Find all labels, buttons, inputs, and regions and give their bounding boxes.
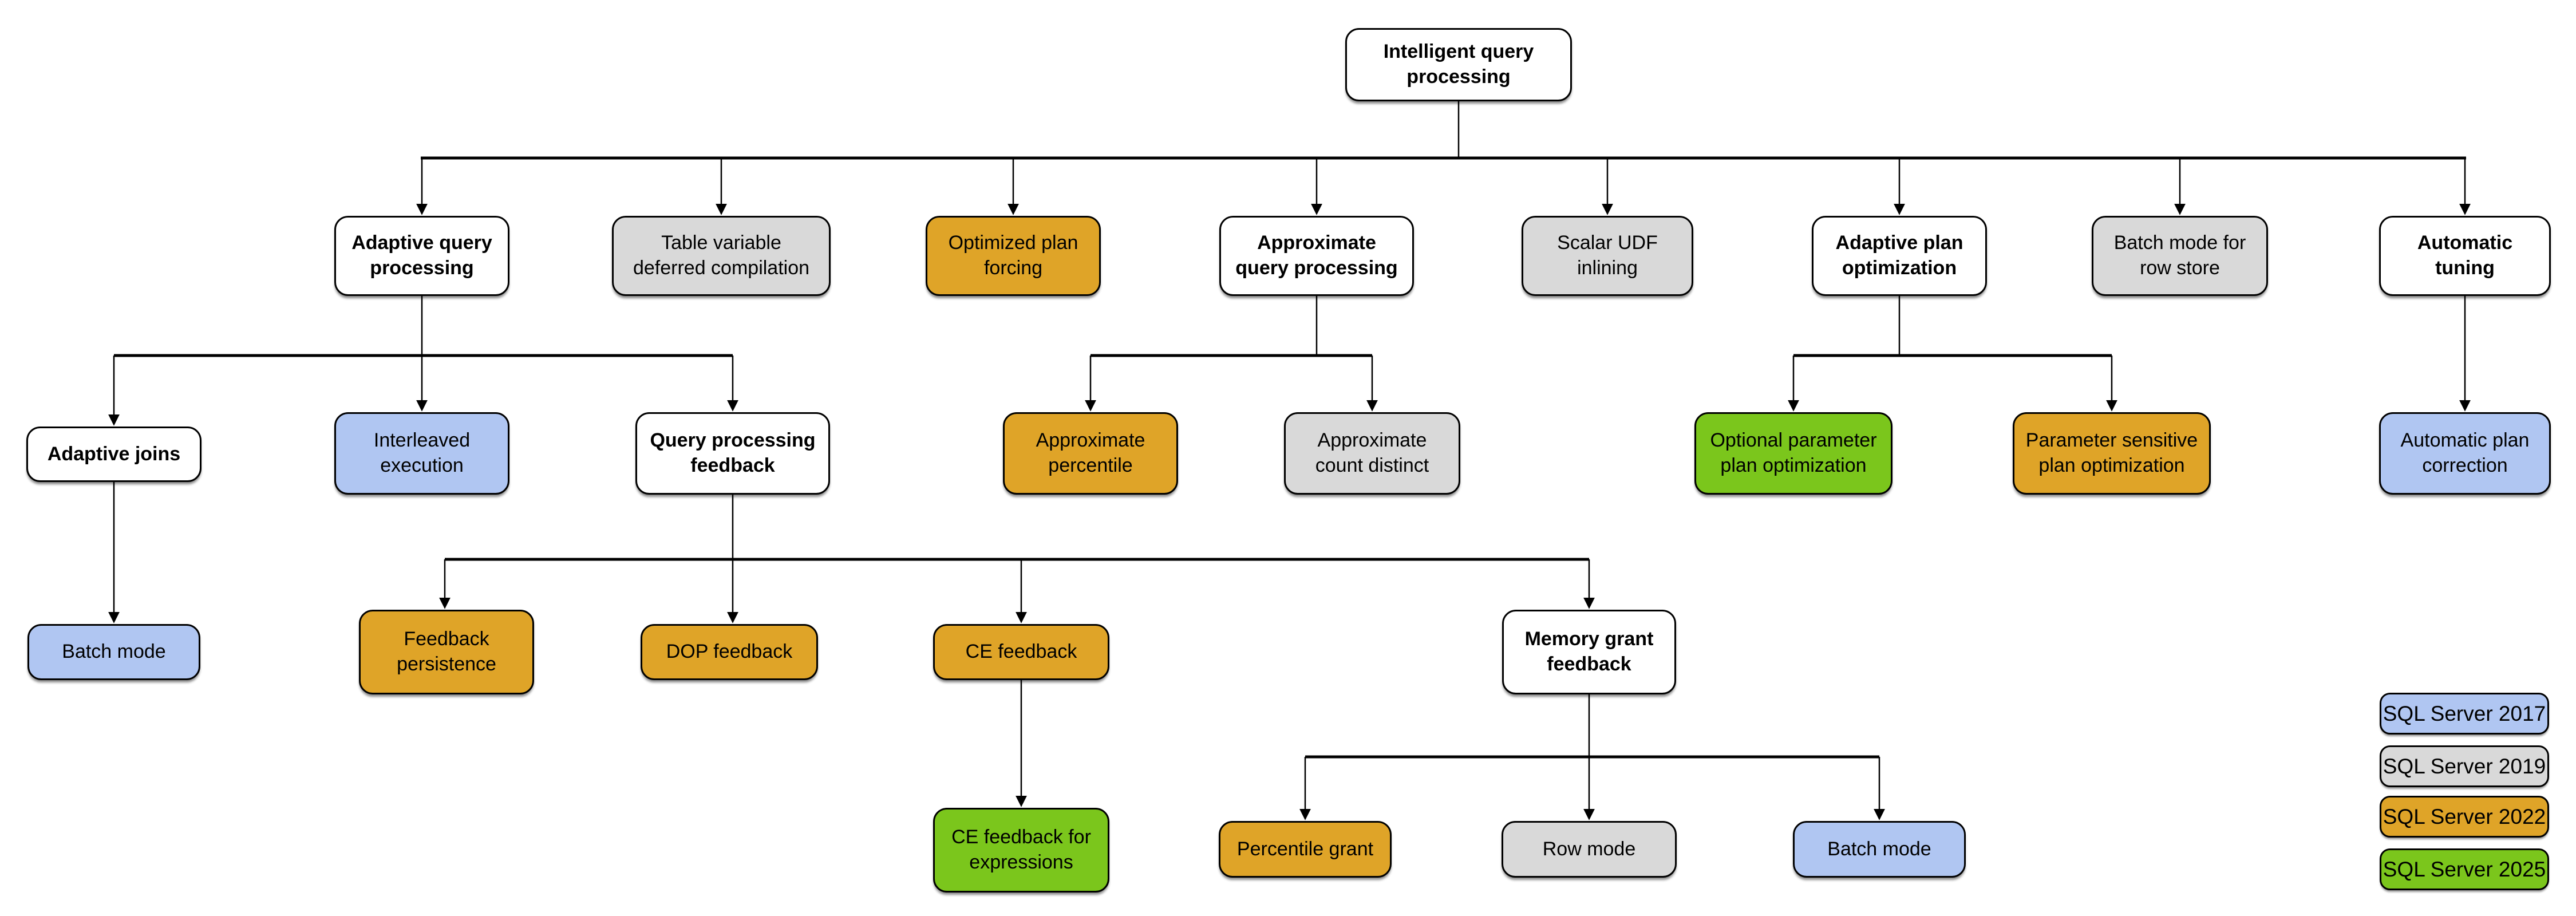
node-ce-feedback: CE feedback xyxy=(933,624,1109,680)
legend-sql-server-2019: SQL Server 2019 xyxy=(2380,745,2549,787)
node-optional-parameter-plan-optimization: Optional parameter plan optimization xyxy=(1694,412,1893,495)
node-optimized-plan-forcing: Optimized plan forcing xyxy=(926,216,1101,296)
node-automatic-tuning: Automatic tuning xyxy=(2379,216,2551,296)
node-dop-feedback: DOP feedback xyxy=(641,624,818,680)
node-adaptive-joins: Adaptive joins xyxy=(26,427,202,482)
node-approximate-count-distinct: Approximate count distinct xyxy=(1284,412,1460,495)
node-percentile-grant: Percentile grant xyxy=(1219,821,1392,878)
node-feedback-persistence: Feedback persistence xyxy=(359,610,534,694)
node-batch-mode-for-row-store: Batch mode for row store xyxy=(2092,216,2268,296)
legend-sql-server-2025: SQL Server 2025 xyxy=(2380,848,2549,890)
node-interleaved-execution: Interleaved execution xyxy=(334,412,509,495)
node-table-variable-deferred-compilation: Table variable deferred compilation xyxy=(612,216,831,296)
node-approximate-query-processing: Approximate query processing xyxy=(1219,216,1414,296)
node-memory-grant-feedback: Memory grant feedback xyxy=(1502,610,1676,694)
legend-sql-server-2017: SQL Server 2017 xyxy=(2380,693,2549,735)
node-approximate-percentile: Approximate percentile xyxy=(1003,412,1178,495)
node-adaptive-query-processing: Adaptive query processing xyxy=(334,216,509,296)
legend-sql-server-2022: SQL Server 2022 xyxy=(2380,796,2549,838)
node-ce-feedback-for-expressions: CE feedback for expressions xyxy=(933,808,1109,893)
node-batch-mode-adaptive-joins: Batch mode xyxy=(27,624,200,680)
node-automatic-plan-correction: Automatic plan correction xyxy=(2379,412,2551,495)
node-row-mode: Row mode xyxy=(1502,821,1677,878)
node-intelligent-query-processing: Intelligent query processing xyxy=(1345,28,1572,101)
node-adaptive-plan-optimization: Adaptive plan optimization xyxy=(1812,216,1987,296)
node-query-processing-feedback: Query processing feedback xyxy=(635,412,830,495)
node-batch-mode-memory-grant: Batch mode xyxy=(1793,821,1966,878)
node-parameter-sensitive-plan-optimization: Parameter sensitive plan optimization xyxy=(2013,412,2211,495)
node-scalar-udf-inlining: Scalar UDF inlining xyxy=(1522,216,1693,296)
